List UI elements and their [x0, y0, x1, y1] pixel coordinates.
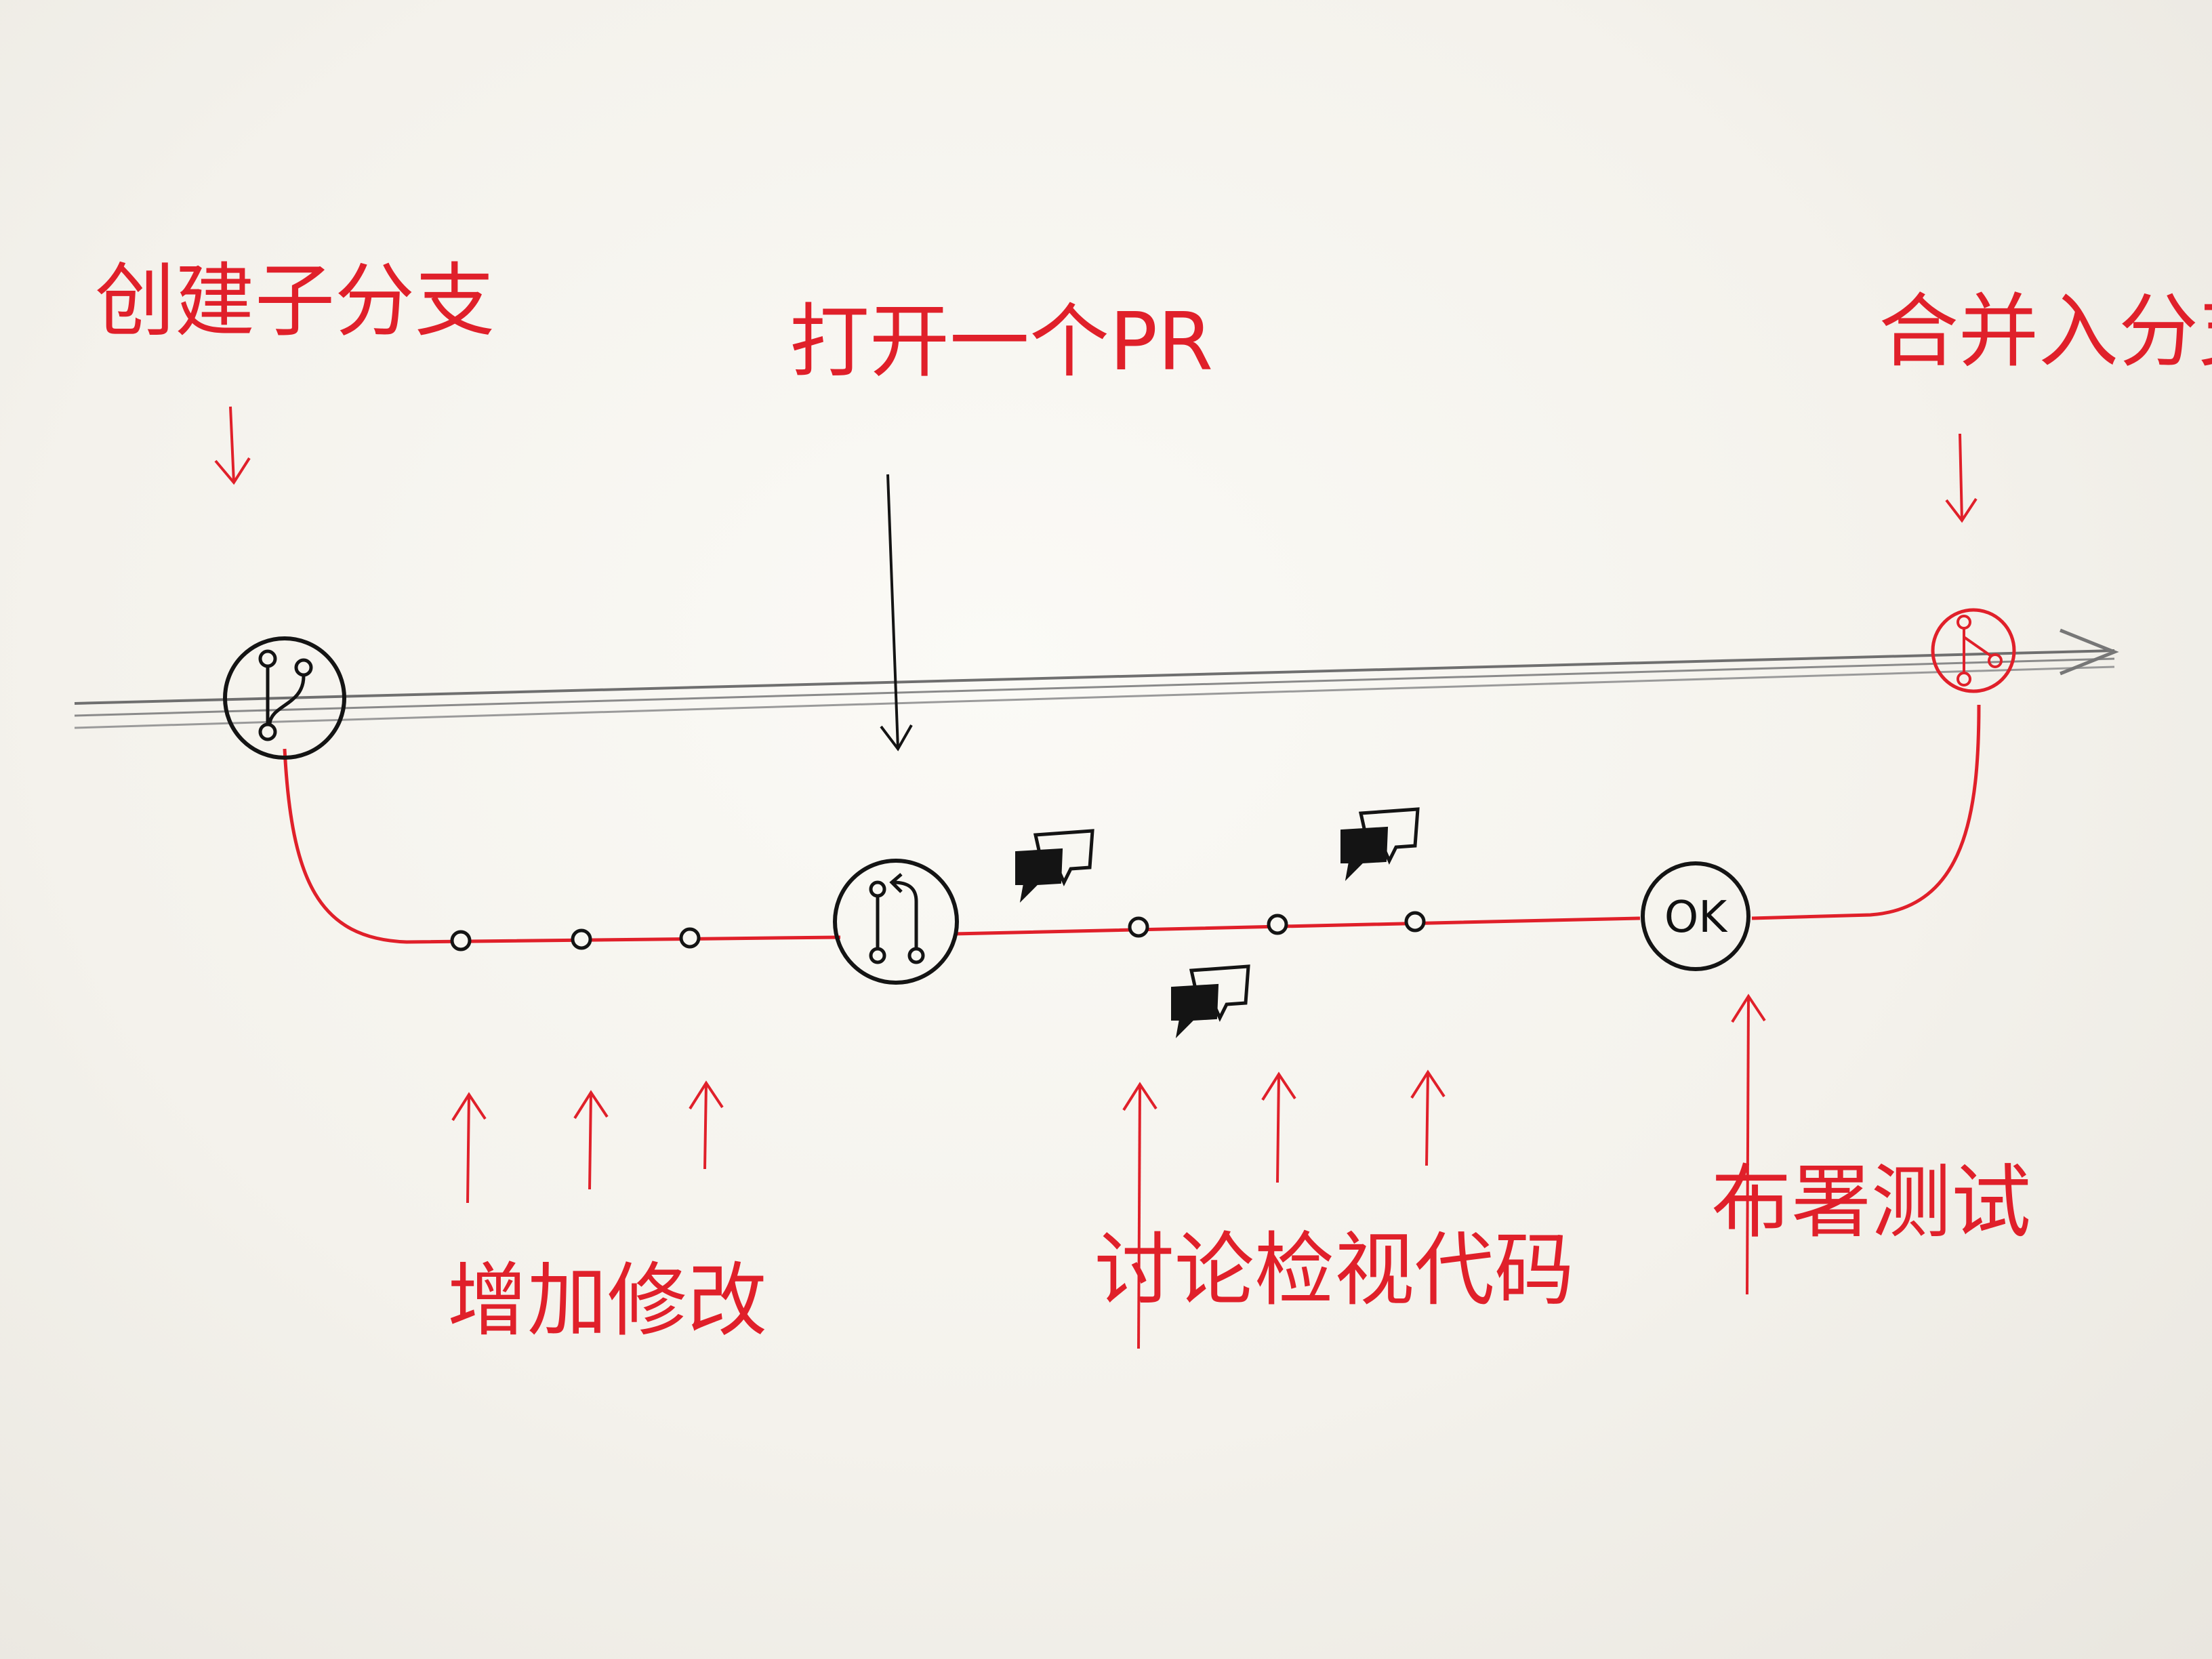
commit-dot-review: [1128, 916, 1149, 938]
up-arrow-icon: [1410, 1069, 1446, 1166]
pull-request-icon: [869, 873, 925, 964]
merge-icon: [1957, 615, 2003, 687]
commit-dot-review: [1404, 911, 1426, 933]
arrow-open-pr: [880, 474, 913, 752]
main-timeline: [74, 628, 2119, 729]
comment-bubble-icon: [1015, 829, 1094, 903]
up-arrow-icon: [1261, 1071, 1296, 1183]
up-arrows: [451, 994, 1766, 1349]
ok-node: OK: [1641, 861, 1750, 971]
commit-dot-change: [450, 930, 472, 951]
label-create-branch: 创建子分支: [95, 254, 495, 348]
commit-dot-change: [679, 927, 701, 949]
label-add-changes: 增加修改: [447, 1254, 767, 1347]
up-arrow-icon: [451, 1092, 487, 1204]
label-discuss-review: 讨论检视代码: [1094, 1223, 1574, 1317]
commit-dot-review: [1267, 914, 1288, 935]
commit-dots: [450, 911, 1426, 951]
comment-bubble-icon: [1340, 807, 1420, 881]
up-arrow-icon: [1731, 994, 1766, 1295]
comment-bubble-icon: [1171, 964, 1250, 1038]
ok-text: OK: [1664, 893, 1728, 943]
up-arrow-icon: [689, 1080, 724, 1170]
comment-bubbles: [1015, 807, 1420, 1038]
open-pr-node: [833, 859, 959, 985]
label-merge-branch: 合并入分支: [1879, 285, 2212, 378]
merge-node: [1931, 608, 2016, 693]
up-arrow-icon: [573, 1090, 609, 1190]
timeline-arrowhead-icon: [2060, 628, 2119, 676]
feature-branch-line: [283, 704, 1981, 944]
label-deploy-test: 布署测试: [1711, 1155, 2031, 1249]
arrow-create-branch: [214, 406, 251, 485]
up-arrow-icon: [1122, 1082, 1158, 1349]
label-open-pr: 打开一个PR: [790, 295, 1213, 388]
arrow-merge-branch: [1945, 433, 1978, 523]
create-branch-node: [223, 636, 346, 760]
commit-dot-change: [571, 928, 592, 950]
branch-icon: [258, 649, 313, 741]
